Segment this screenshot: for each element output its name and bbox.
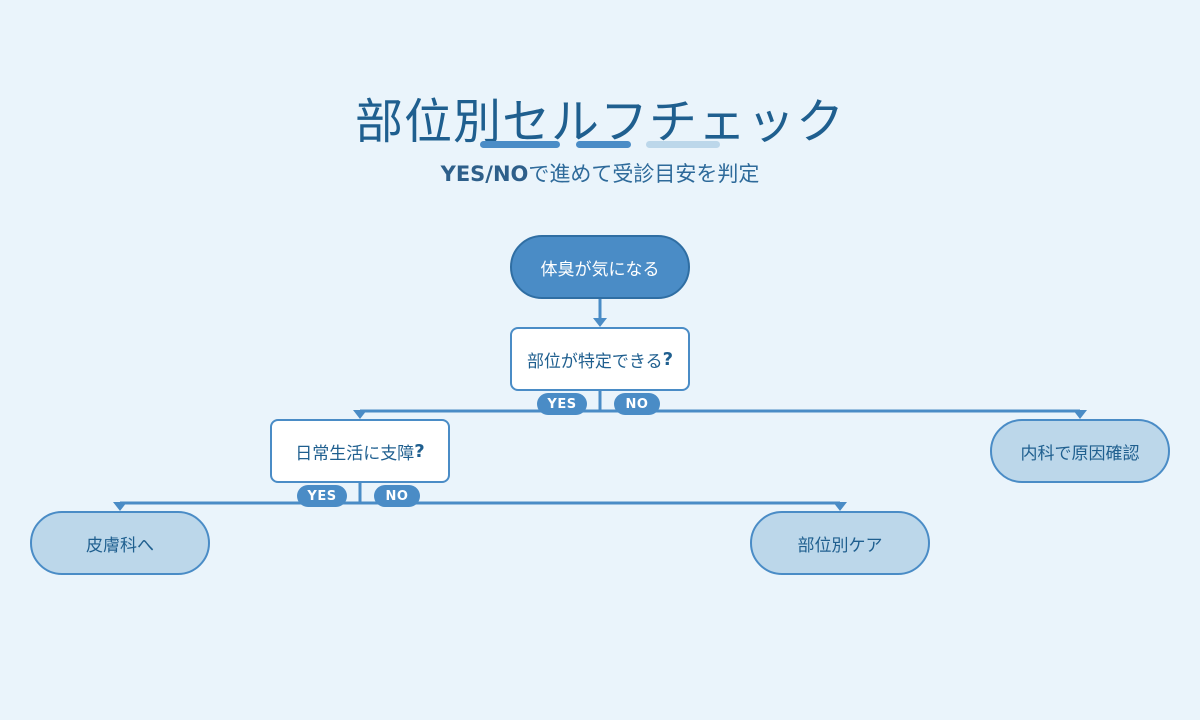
- start-node: 体臭が気になる: [510, 235, 690, 299]
- q1-yes-badge: YES: [537, 393, 587, 415]
- page-title: 部位別セルフチェック: [354, 94, 845, 150]
- q2-yes-badge: YES: [297, 485, 347, 507]
- title-accent-bar-3: [646, 141, 720, 148]
- question-2-mark: ?: [414, 440, 425, 462]
- result-internal-medicine: 内科で原因確認: [990, 419, 1170, 483]
- question-1-label: 部位が特定できる: [526, 351, 663, 372]
- arrow-to-internal: [1073, 410, 1087, 419]
- q1-no-badge: NO: [614, 393, 660, 415]
- title-accent-bar-1: [480, 141, 560, 148]
- title-accent-bar-2: [576, 141, 631, 148]
- question-1-mark: ?: [662, 348, 674, 370]
- page-subtitle: YES/NOで進めて受診目安を判定: [0, 158, 1200, 188]
- subtitle-rest: で進めて受診目安を判定: [528, 162, 760, 186]
- question-body-part-identifiable: 部位が特定できる?: [510, 327, 690, 391]
- subtitle-bold: YES/NO: [440, 162, 529, 186]
- question-2-label: 日常生活に支障: [295, 443, 415, 464]
- arrow-to-q1: [593, 318, 607, 327]
- question-daily-life-impact: 日常生活に支障?: [270, 419, 450, 483]
- q2-no-badge: NO: [374, 485, 420, 507]
- arrow-to-q2: [353, 410, 367, 419]
- arrow-to-derm: [113, 502, 127, 511]
- result-dermatology: 皮膚科へ: [30, 511, 210, 575]
- arrow-to-care: [833, 502, 847, 511]
- result-area-care: 部位別ケア: [750, 511, 930, 575]
